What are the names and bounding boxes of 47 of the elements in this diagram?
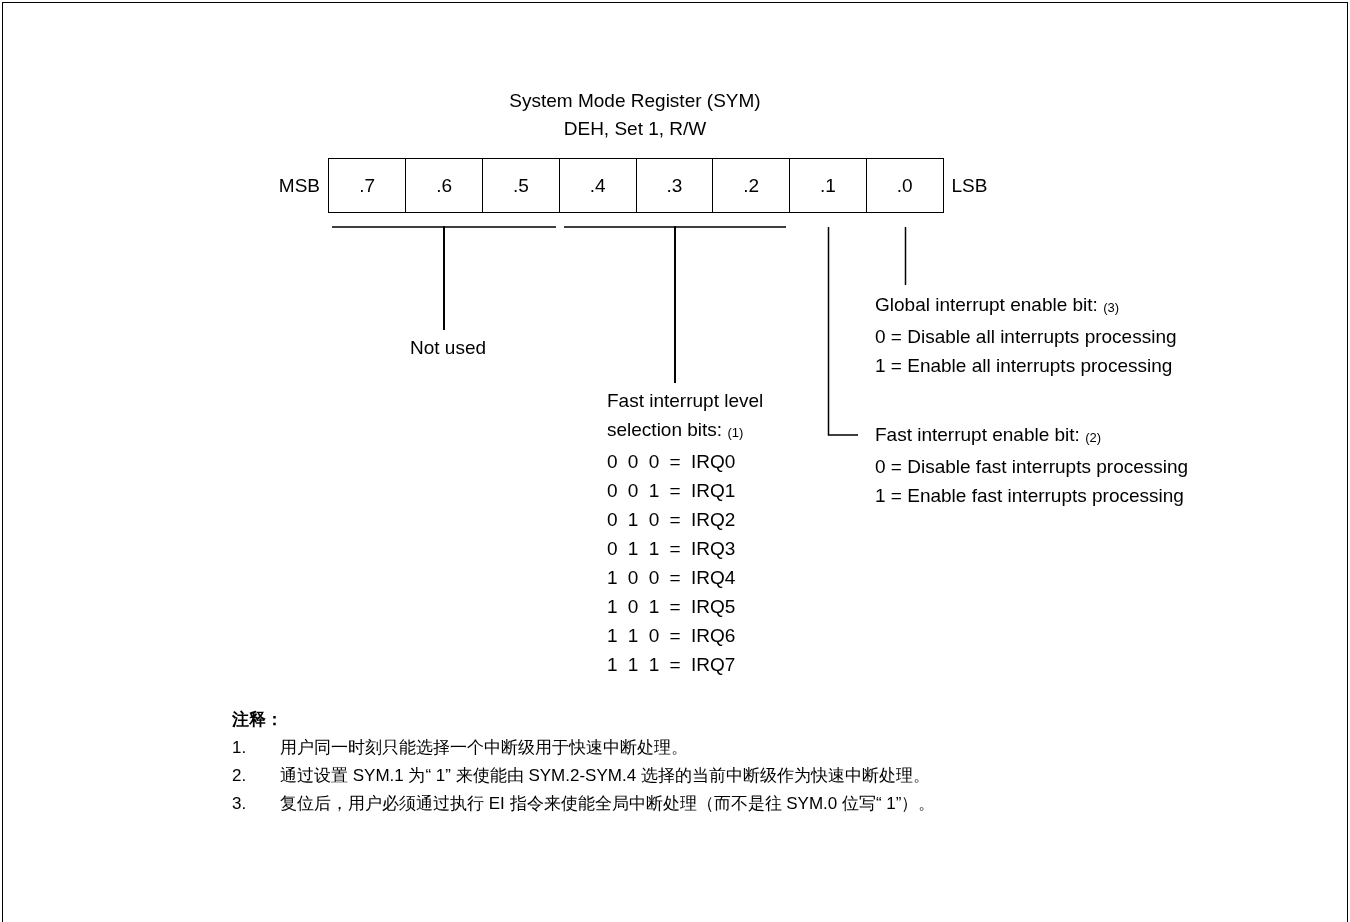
notes-heading: 注释： [232, 709, 283, 731]
bit-number: .3 [666, 174, 683, 197]
register-title: System Mode Register (SYM) [508, 89, 762, 113]
bit-value-description: 1 1 1 = IRQ7 [607, 653, 737, 677]
bit-value-description: 0 1 1 = IRQ3 [607, 537, 737, 561]
leader-line [827, 226, 859, 436]
bit-cell [790, 158, 867, 213]
bit-cell [483, 158, 560, 213]
bit-cell [636, 158, 714, 213]
leader-line [674, 226, 787, 384]
bit-value-description: 0 = Disable all interrupts processing [875, 325, 1178, 349]
lsb-label: LSB [951, 174, 989, 198]
bit-value-description: 1 0 1 = IRQ5 [607, 595, 737, 619]
bit-value-description: 1 = Enable all interrupts processing [875, 354, 1174, 378]
bit-value-description: 1 = Enable fast interrupts processing [875, 484, 1185, 508]
bit-number: .7 [359, 174, 376, 197]
bit-number: .1 [819, 174, 836, 197]
register-address: DEH, Set 1, R/W [562, 117, 708, 141]
leader-line [904, 226, 907, 286]
bit-number: .0 [896, 174, 913, 197]
bit-value-description: 1 0 0 = IRQ4 [607, 566, 737, 590]
note-text: 用户同一时刻只能选择一个中断级用于快速中断处理。 [280, 737, 688, 759]
bit-value-description: 0 = Disable fast interrupts processing [875, 455, 1190, 479]
note-number: 3. [232, 793, 247, 815]
bit-value-description: 0 0 0 = IRQ0 [607, 450, 737, 474]
bit-number: .5 [512, 174, 529, 197]
note-number: 1. [232, 737, 247, 759]
bit-value-description: 0 0 1 = IRQ1 [607, 479, 737, 503]
bit-number: .6 [436, 174, 453, 197]
bit-cell [713, 158, 790, 213]
bit-value-description: 0 1 0 = IRQ2 [607, 508, 737, 532]
note-text: 复位后，用户必须通过执行 EI 指令来使能全局中断处理（而不是往 SYM.0 位写“ 1”）。 [280, 793, 936, 815]
bit-field-description: Fast interrupt level selection bits: $_{(1)}$ [607, 389, 765, 442]
bit-value-description: 1 1 0 = IRQ6 [607, 624, 737, 648]
bit-cell [406, 158, 483, 213]
leader-line [443, 226, 557, 331]
note-number: 2. [232, 765, 247, 787]
bit-cell [866, 158, 944, 213]
bit-field-description: Global interrupt enable bit: $_{(3)}$ [875, 293, 1121, 317]
bit-field-description: Fast interrupt enable bit: $_{(2)}$ [875, 423, 1103, 447]
note-text: 通过设置 SYM.1 为“ 1” 来使能由 SYM.2-SYM.4 选择的当前中断级作为快速中断处理。 [280, 765, 930, 787]
bit-cell [328, 158, 407, 213]
bit-cell [559, 158, 637, 213]
bit-number: .4 [589, 174, 606, 197]
msb-label: MSB [277, 174, 320, 198]
bit-number: .2 [743, 174, 760, 197]
bit-field-description: Not used [410, 336, 487, 360]
